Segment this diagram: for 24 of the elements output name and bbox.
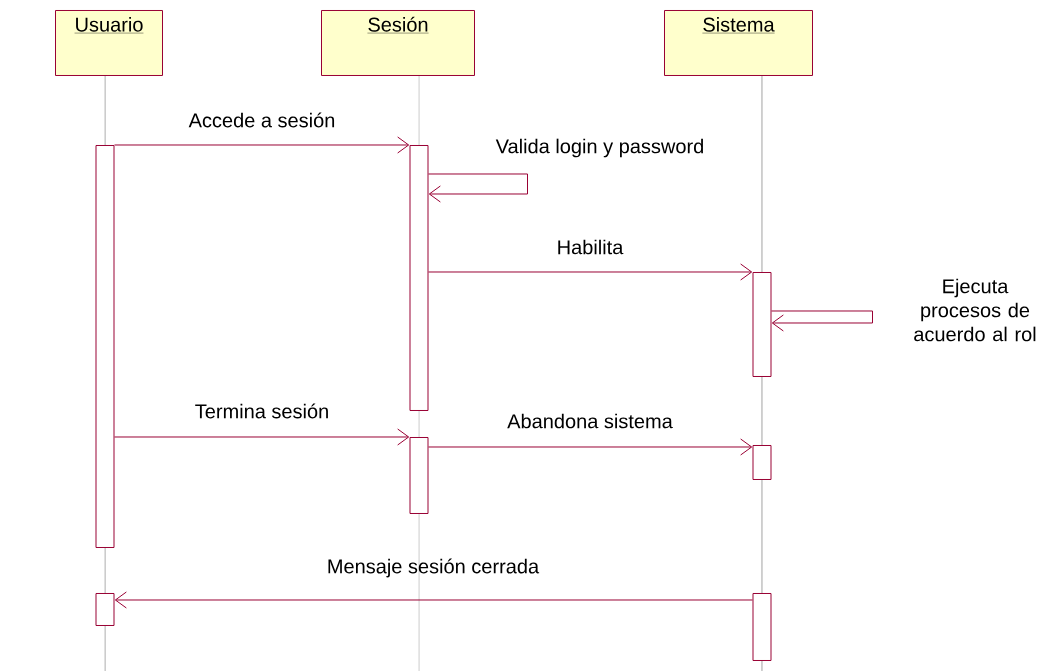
lifeline-header: Usuario — [55, 10, 163, 76]
message-arrow — [428, 438, 753, 456]
message-arrow — [114, 136, 410, 154]
activation-bar — [752, 272, 772, 377]
lifeline-header: Sesión — [321, 10, 475, 76]
message-label: Accede a sesión — [188, 112, 335, 128]
message-label: Termina sesión — [195, 403, 328, 419]
message-arrow — [428, 263, 753, 281]
activation-bar — [752, 593, 772, 661]
activation-bar — [409, 437, 429, 514]
message-label: Valida login y password — [495, 138, 703, 158]
activation-bar — [95, 145, 115, 548]
activation-bar — [409, 145, 429, 411]
activation-bar — [95, 593, 115, 626]
message-arrow — [114, 428, 410, 446]
lifeline-header: Sistema — [664, 10, 813, 76]
message-label: Mensaje sesión cerrada — [328, 558, 540, 578]
message-label: Habilita — [558, 239, 624, 255]
activation-bar — [752, 445, 772, 480]
message-arrow — [428, 173, 528, 203]
message-label: Abandona sistema — [507, 413, 673, 429]
message-label: Ejecuta procesos de acuerdo al rol — [914, 278, 1036, 342]
message-arrow — [114, 591, 753, 609]
message-arrow — [771, 310, 873, 332]
